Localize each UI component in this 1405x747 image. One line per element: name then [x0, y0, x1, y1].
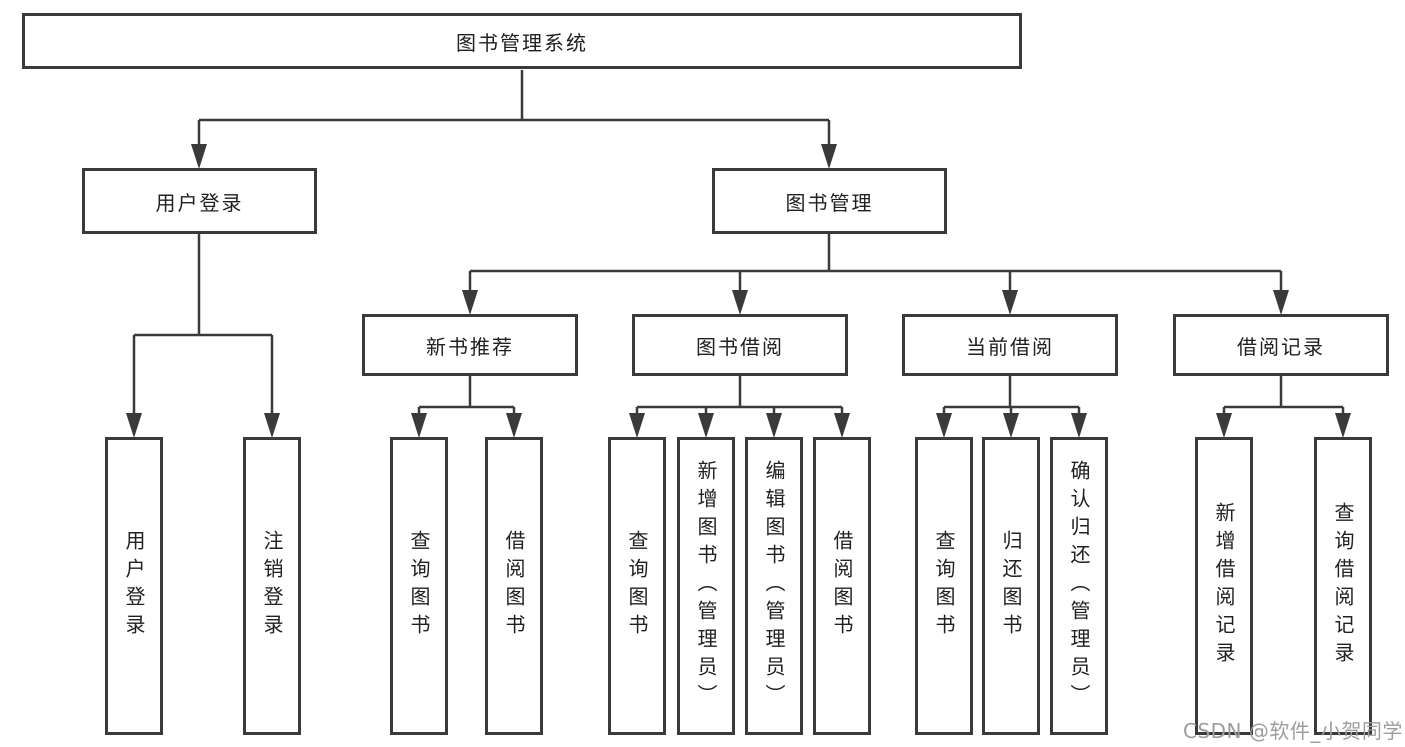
node-book-borrowing: 图书借阅: [632, 314, 848, 376]
node-label: 编辑图书（管理员）: [762, 460, 786, 712]
leaf-confirm-return-admin: 确认归还（管理员）: [1050, 437, 1108, 735]
leaf-return-books: 归还图书: [982, 437, 1040, 735]
node-current-borrowing: 当前借阅: [902, 314, 1118, 376]
leaf-borrow-books-recommend: 借阅图书: [485, 437, 543, 735]
node-label: 借阅记录: [1237, 334, 1325, 359]
leaf-logout: 注销登录: [243, 437, 301, 735]
leaf-add-book-admin: 新增图书（管理员）: [677, 437, 735, 735]
node-user-login: 用户登录: [82, 168, 317, 234]
leaf-borrow-books: 借阅图书: [813, 437, 871, 735]
node-label: 当前借阅: [966, 334, 1054, 359]
csdn-watermark: CSDN @软件_小贺同学: [1183, 719, 1403, 743]
node-label: 用户登录: [155, 190, 244, 215]
node-label: 用户登录: [122, 530, 146, 642]
leaf-query-books-current: 查询图书: [915, 437, 973, 735]
node-label: 注销登录: [260, 530, 284, 642]
node-root-library-system: 图书管理系统: [22, 13, 1022, 69]
node-label: 查询图书: [625, 530, 649, 642]
node-label: 图书管理系统: [456, 30, 588, 55]
node-label: 新书推荐: [426, 334, 514, 359]
node-label: 借阅图书: [502, 530, 526, 642]
node-book-management: 图书管理: [712, 168, 947, 234]
node-label: 图书借阅: [696, 334, 784, 359]
node-label: 新增借阅记录: [1212, 502, 1236, 670]
node-label: 确认归还（管理员）: [1067, 460, 1091, 712]
leaf-query-books-recommend: 查询图书: [390, 437, 448, 735]
node-label: 归还图书: [999, 530, 1023, 642]
leaf-query-borrow-record: 查询借阅记录: [1314, 437, 1372, 735]
leaf-query-books-borrowing: 查询图书: [608, 437, 666, 735]
node-label: 查询借阅记录: [1331, 502, 1355, 670]
node-label: 新增图书（管理员）: [694, 460, 718, 712]
node-label: 查询图书: [932, 530, 956, 642]
node-label: 图书管理: [785, 190, 874, 215]
node-borrowing-records: 借阅记录: [1173, 314, 1389, 376]
node-label: 查询图书: [407, 530, 431, 642]
node-label: 借阅图书: [830, 530, 854, 642]
node-new-book-recommend: 新书推荐: [362, 314, 578, 376]
leaf-add-borrow-record: 新增借阅记录: [1195, 437, 1253, 735]
leaf-edit-book-admin: 编辑图书（管理员）: [745, 437, 803, 735]
arrowheads: [126, 144, 1351, 438]
leaf-user-login: 用户登录: [105, 437, 163, 735]
tree-edges: [132, 70, 1345, 415]
